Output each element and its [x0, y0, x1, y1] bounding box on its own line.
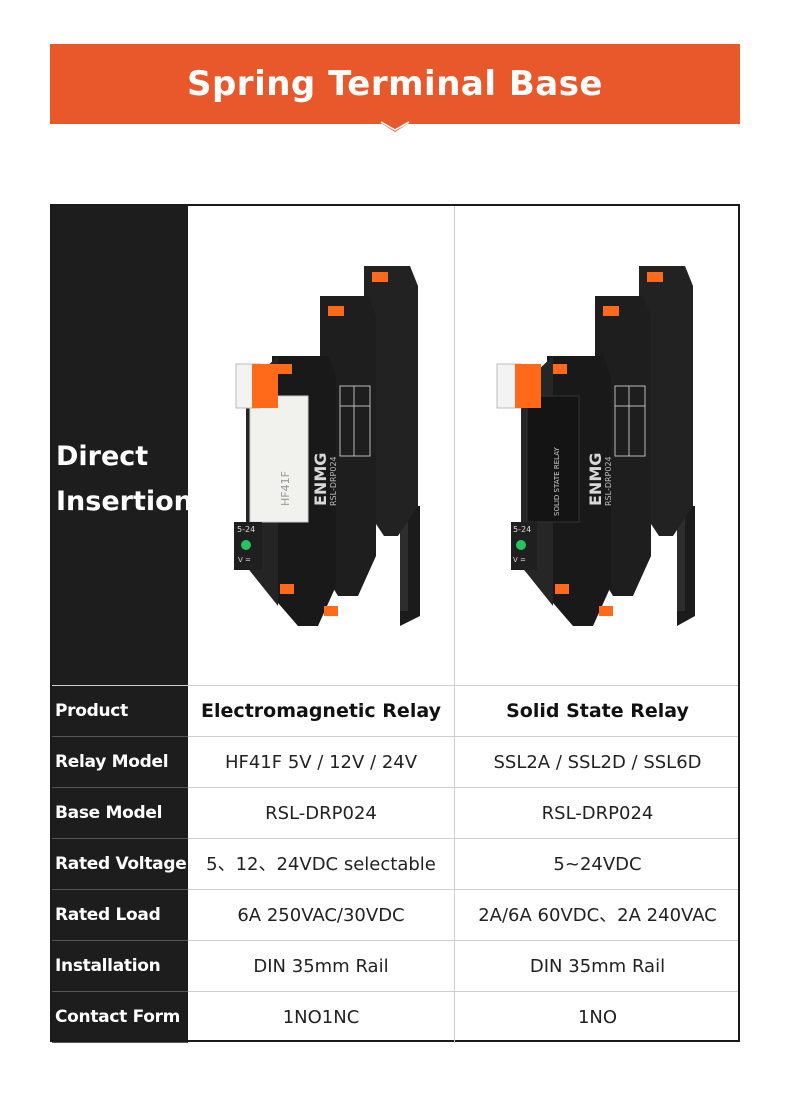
table-row-base-model: Base Model RSL-DRP024 RSL-DRP024: [52, 788, 738, 839]
image-row: Direct Insertion HF41F: [52, 206, 738, 686]
left-relay-print: HF41F: [279, 471, 292, 506]
right-model-print: RSL-DRP024: [604, 456, 613, 506]
solid-state-relay-image-cell: SOLID STATE RELAY ENMG RSL-DRP024 5-24 V…: [455, 206, 740, 686]
row-cell-solid-state: 2A/6A 60VDC、2A 240VAC: [478, 905, 717, 926]
electromagnetic-relay-image-cell: HF41F ENMG RSL-DRP024 5-24: [188, 206, 455, 686]
right-led-print: V =: [513, 556, 526, 564]
row-label: Base Model: [52, 788, 188, 839]
row-cell-electromagnetic: 6A 250VAC/30VDC: [188, 890, 455, 941]
table-row-installation: Installation DIN 35mm Rail DIN 35mm Rail: [52, 941, 738, 992]
row-cell-electromagnetic: 5、12、24VDC selectable: [188, 839, 455, 890]
row-cell-solid-state: 5~24VDC: [553, 854, 642, 875]
electromagnetic-relay-image: HF41F ENMG RSL-DRP024 5-24: [234, 266, 420, 626]
comparison-table: Direct Insertion HF41F: [50, 204, 740, 1043]
row-cell-solid-state: DIN 35mm Rail: [529, 956, 666, 977]
table-row-rated-load: Rated Load 6A 250VAC/30VDC 2A/6A 60VDC、2…: [52, 890, 738, 941]
left-led-icon: [241, 540, 251, 550]
row-label: Rated Voltage: [52, 839, 188, 890]
left-led-print: V =: [238, 556, 251, 564]
row-cell-solid-state: Solid State Relay: [506, 700, 689, 722]
row-label: Contact Form: [52, 992, 188, 1043]
row-label: Product: [52, 686, 188, 737]
banner-chevron-icon: [373, 118, 417, 132]
right-relay-print: SOLID STATE RELAY: [553, 447, 561, 516]
solid-state-relay-image: SOLID STATE RELAY ENMG RSL-DRP024 5-24 V…: [496, 266, 695, 626]
row-cell-solid-state: RSL-DRP024: [541, 803, 654, 824]
row-cell-electromagnetic: HF41F 5V / 12V / 24V: [188, 737, 455, 788]
row-cell-electromagnetic: 1NO1NC: [188, 992, 455, 1043]
image-row-label-line-1: Direct: [56, 441, 149, 472]
image-row-label: Direct Insertion: [56, 434, 193, 524]
row-label: Relay Model: [52, 737, 188, 788]
table-row-contact-form: Contact Form 1NO1NC 1NO: [52, 992, 738, 1043]
banner-title: Spring Terminal Base: [186, 64, 603, 104]
header-column: [52, 206, 188, 1040]
right-led-icon: [516, 540, 526, 550]
table-row-relay-model: Relay Model HF41F 5V / 12V / 24V SSL2A /…: [52, 737, 738, 788]
row-cell-electromagnetic: RSL-DRP024: [188, 788, 455, 839]
table-row-product: Product Electromagnetic Relay Solid Stat…: [52, 686, 738, 737]
left-model-print: RSL-DRP024: [329, 456, 338, 506]
row-cell-solid-state: SSL2A / SSL2D / SSL6D: [493, 752, 702, 773]
row-label: Rated Load: [52, 890, 188, 941]
right-brand-print: ENMG: [586, 453, 605, 506]
page-banner: Spring Terminal Base: [50, 44, 740, 124]
image-row-label-line-2: Insertion: [56, 486, 193, 517]
row-cell-electromagnetic: DIN 35mm Rail: [188, 941, 455, 992]
row-label: Installation: [52, 941, 188, 992]
left-brand-print: ENMG: [311, 453, 330, 506]
left-voltage-print: 5-24: [237, 525, 255, 534]
right-voltage-print: 5-24: [513, 525, 531, 534]
table-row-rated-voltage: Rated Voltage 5、12、24VDC selectable 5~24…: [52, 839, 738, 890]
row-cell-electromagnetic: Electromagnetic Relay: [188, 686, 455, 737]
row-cell-solid-state: 1NO: [577, 1007, 618, 1028]
